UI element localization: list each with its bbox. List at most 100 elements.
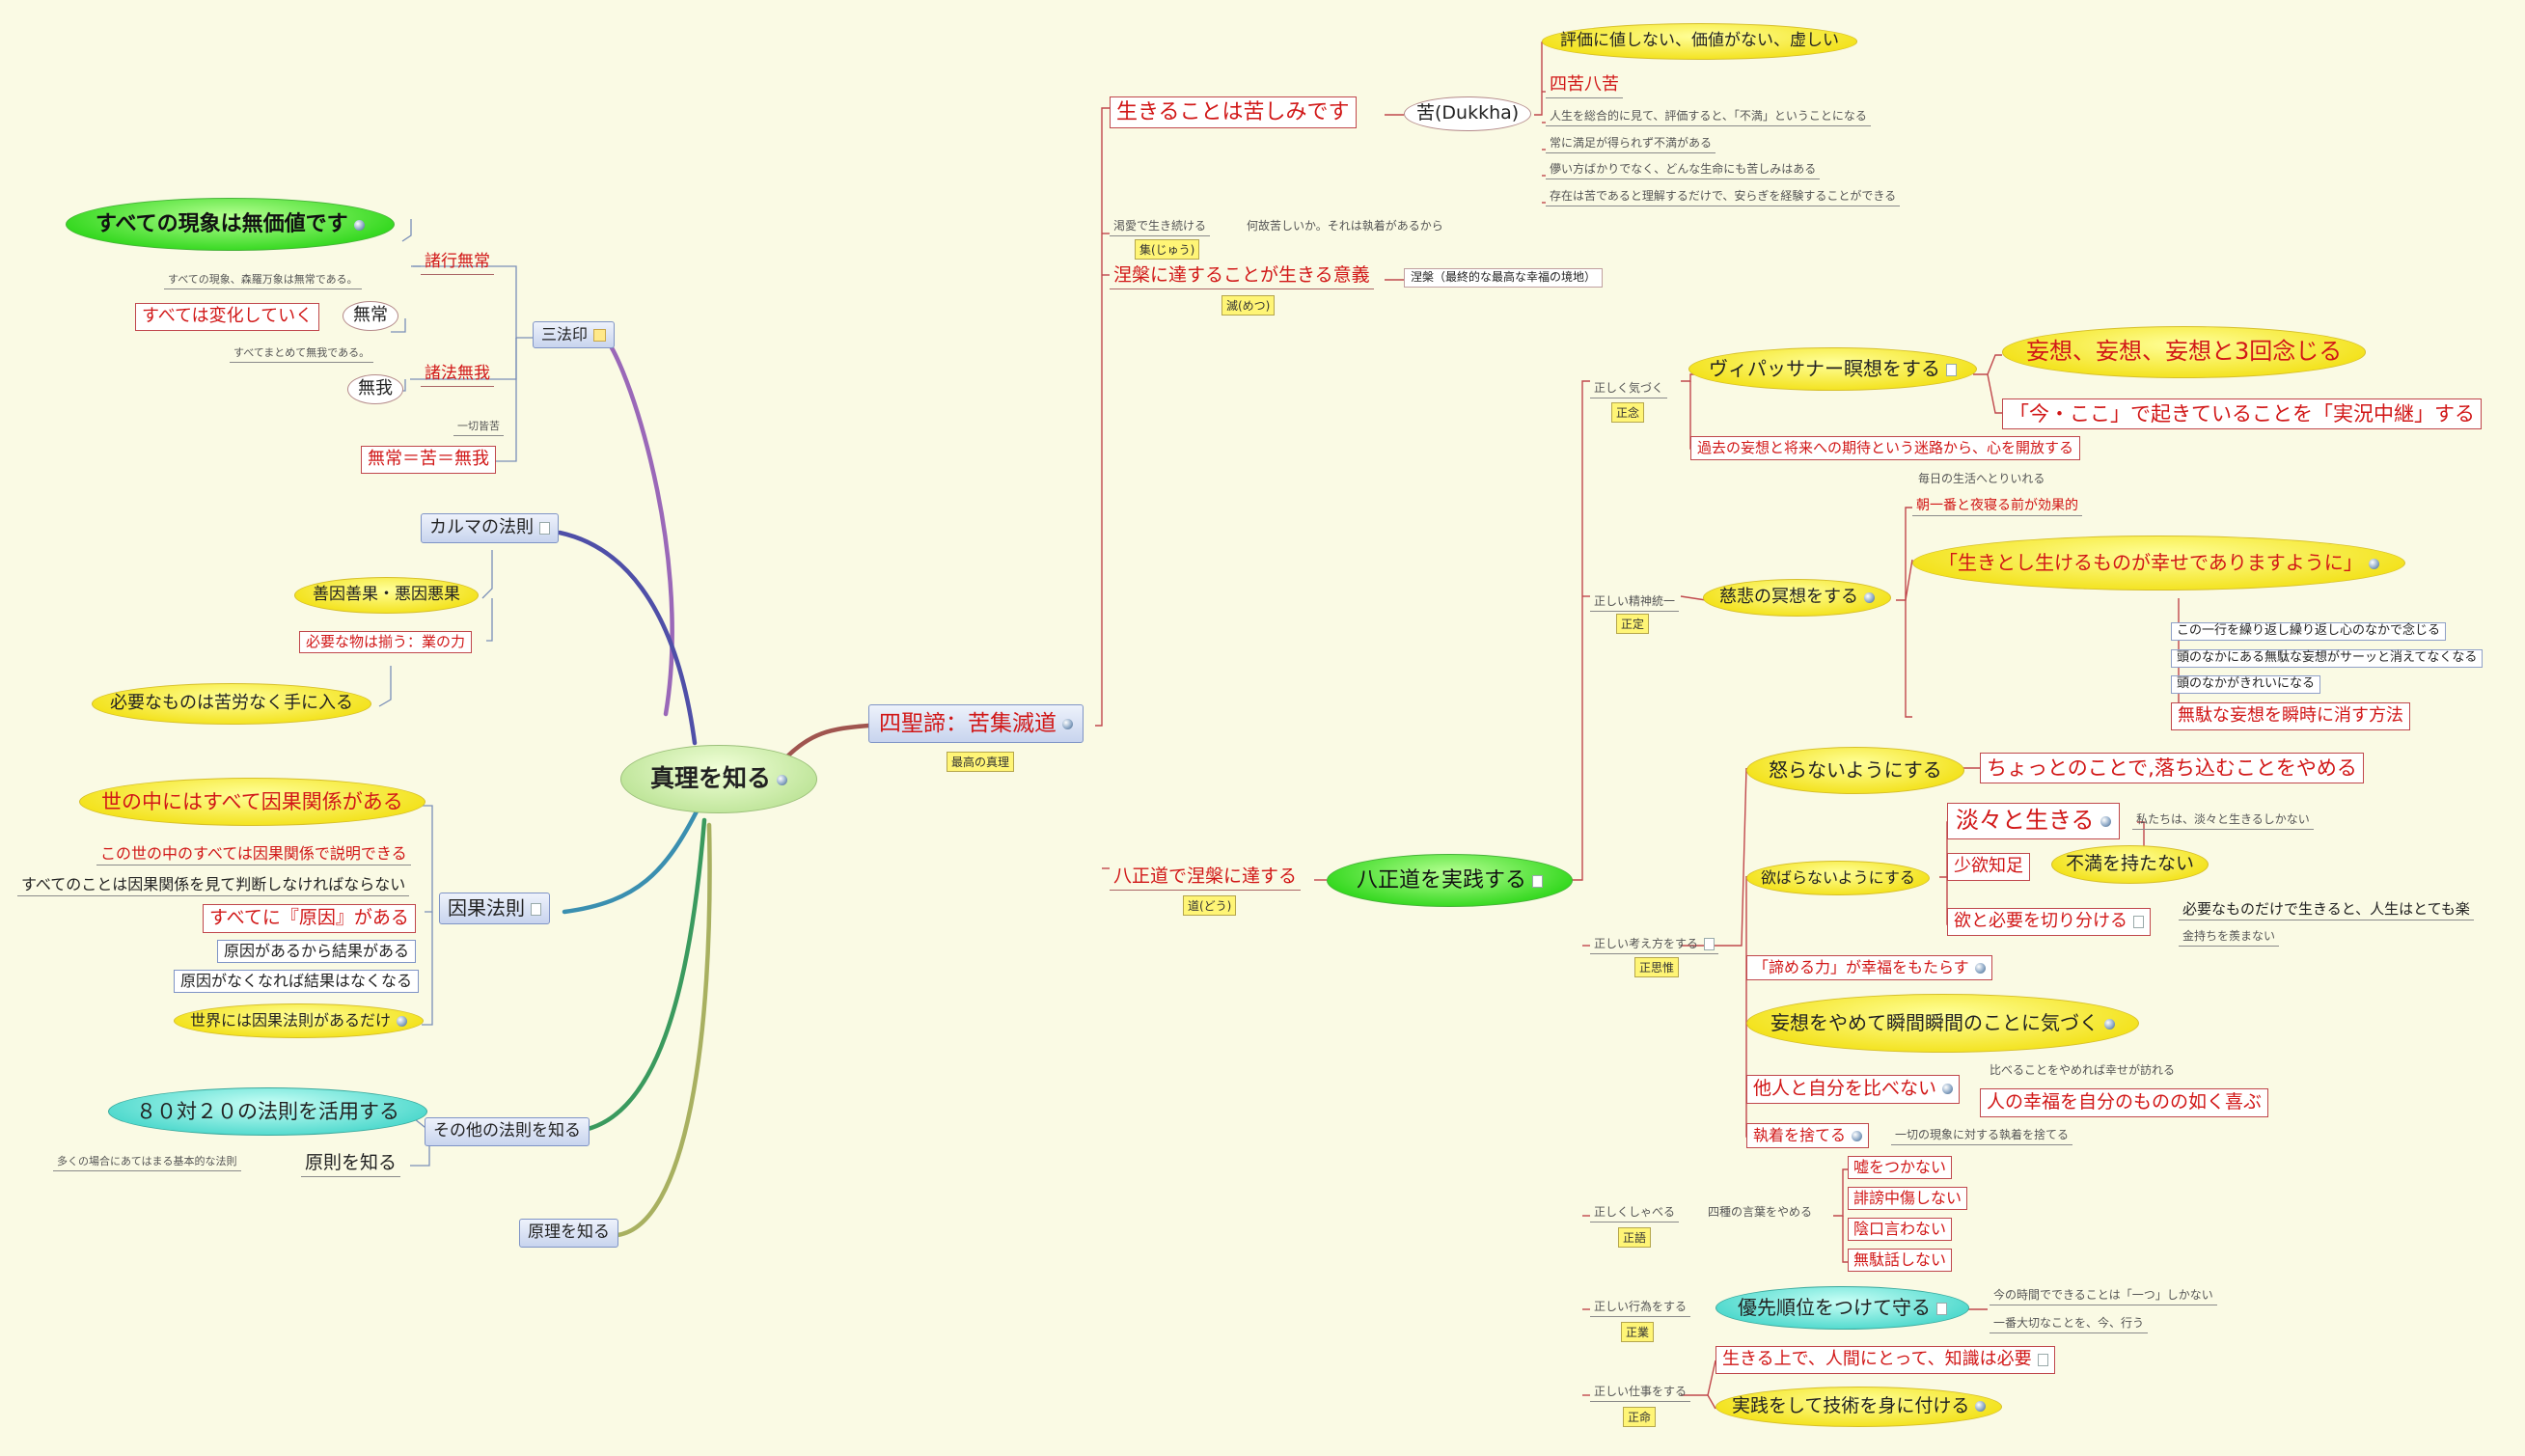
metsu-node[interactable]: 涅槃に達することが生きる意義 [1110,264,1374,289]
change-node[interactable]: すべては変化していく [135,303,320,331]
phrase-item-2[interactable]: 頭のなかがきれいになる [2171,675,2321,694]
chishiki-node[interactable]: 生きる上で、人間にとって、知識は必要 [1715,1346,2055,1374]
jihi-node[interactable]: 慈悲の冥想をする [1703,579,1891,617]
note-icon[interactable] [539,521,550,535]
shojo-tag: 正定 [1616,614,1650,634]
central-topic[interactable]: 真理を知る [620,745,818,813]
yoku-hitsuyo-node[interactable]: 欲と必要を切り分ける [1947,908,2151,936]
kuraberu-node[interactable]: 他人と自分を比べない [1746,1075,1961,1104]
note-icon[interactable] [1532,874,1544,888]
ku-item-0[interactable]: 評価に値しない、価値がない、虚しい [1542,23,1857,60]
inga-item-3[interactable]: すべてに『原因』がある [203,904,416,933]
shogo-node[interactable]: 正しくしゃべる [1590,1205,1680,1222]
expand-icon[interactable] [397,1016,408,1027]
expand-icon[interactable] [1974,963,1986,974]
hasshodo-topic[interactable]: 八正道を実践する [1327,854,1574,908]
karma-topic[interactable]: カルマの法則 [421,513,559,543]
meiro-node[interactable]: 過去の妄想と将来への期待という迷路から、心を開放する [1690,436,2081,461]
formula-node[interactable]: 無常＝苦＝無我 [361,446,496,474]
shoshiyui-node[interactable]: 正しい考え方をする [1590,937,1719,954]
shoho-muga[interactable]: 諸法無我 [421,364,494,387]
phrase-node[interactable]: 「生きとし生けるものが幸せでありますように」 [1912,536,2405,591]
shishotai-topic[interactable]: 四聖諦：苦集滅道 [868,704,1084,744]
inga-item-6[interactable]: 世界には因果法則があるだけ [174,1003,425,1039]
ju-tag: 集(じゅう) [1135,239,1200,260]
inga-item-0[interactable]: 世の中にはすべて因果関係がある [79,778,425,827]
note-icon[interactable] [2133,915,2144,928]
expand-icon[interactable] [2100,815,2111,827]
ku-item-4: 儚い方ばかりでなく、どんな生命にも苦しみはある [1546,162,1821,179]
all-phenomena-topic[interactable]: すべての現象は無価値です [66,198,395,252]
fuman-node[interactable]: 不満を持たない [2051,845,2209,884]
vipassana-node[interactable]: ヴィパッサナー瞑想をする [1688,347,1977,391]
gensoku-node[interactable]: 原則を知る [301,1152,401,1177]
hito-kofuku-node[interactable]: 人の幸福を自分のものの如く喜ぶ [1980,1088,2269,1117]
kanemochi-node: 金持ちを羨まない [2179,929,2280,947]
jikkyo-node[interactable]: 「今・ここ」で起きていることを「実況中継」する [2002,398,2482,430]
shomyo-node[interactable]: 正しい仕事をする [1590,1385,1691,1402]
note-icon[interactable] [1946,364,1957,376]
phrase-item-1[interactable]: 頭のなかにある無駄な妄想がサーッと消えてなくなる [2171,649,2484,668]
zenin-node[interactable]: 善因善果・悪因悪果 [294,577,479,614]
phrase-item-3[interactable]: 無駄な妄想を瞬時に消す方法 [2171,702,2410,730]
shogo-item-3[interactable]: 無駄話しない [1848,1249,1953,1273]
akirameru-node[interactable]: 「諦める力」が幸福をもたらす [1746,955,1992,981]
note-icon[interactable] [2037,1353,2048,1366]
shonen-node[interactable]: 正しく気づく [1590,381,1668,398]
shogyo-mujo[interactable]: 諸行無常 [421,252,494,275]
inga-item-1: この世の中のすべては因果関係で説明できる [96,844,411,866]
expand-icon[interactable] [1864,591,1875,603]
shojo-node[interactable]: 正しい精神統一 [1590,594,1680,612]
other-rules-topic[interactable]: その他の法則を知る [425,1117,590,1146]
metsu-tag: 滅(めつ) [1221,295,1276,316]
expand-icon[interactable] [2104,1019,2115,1030]
tantan-node[interactable]: 淡々と生きる [1947,803,2120,839]
yusen-node[interactable]: 優先順位をつけて守る [1715,1286,1969,1330]
shunkan-node[interactable]: 妄想をやめて瞬間瞬間のことに気づく [1746,994,2139,1053]
mouso-node[interactable]: 妄想、妄想、妄想と3回念じる [2002,326,2367,378]
expand-icon[interactable] [1942,1084,1954,1094]
shoyoku-node[interactable]: 少欲知足 [1947,853,2030,881]
metsu-note[interactable]: 涅槃（最終的な最高な幸福の境地） [1404,268,1604,288]
expand-icon[interactable] [2368,559,2379,569]
inga-item-2: すべてのことは因果関係を見て判断しなければならない [17,875,410,897]
hitsuyo-node[interactable]: 必要な物は揃う：業の力 [299,631,473,654]
gijutsu-node[interactable]: 実践をして技術を身に付ける [1715,1387,2003,1427]
ku-node[interactable]: 生きることは苦しみです [1110,96,1357,129]
muga-node[interactable]: 無我 [347,374,403,404]
expand-icon[interactable] [353,219,365,231]
sanpoin-topic[interactable]: 三法印 [533,321,616,349]
shogo-item-0[interactable]: 嘘をつかない [1848,1156,1953,1180]
shishu-node: 四種の言葉をやめる [1708,1205,1813,1219]
ju-reason: 何故苦しいか。それは執着があるから [1247,219,1443,233]
expand-icon[interactable] [1975,1401,1987,1412]
do-node[interactable]: 八正道で涅槃に達する [1110,865,1302,891]
shogo-item-2[interactable]: 陰口言わない [1848,1218,1953,1242]
shogo-item-1[interactable]: 誹謗中傷しない [1848,1187,1968,1211]
note-icon[interactable] [1936,1303,1947,1315]
phrase-item-0[interactable]: この一行を繰り返し繰り返し心のなかで念じる [2171,622,2447,641]
rule-8020-node[interactable]: ８０対２０の法則を活用する [108,1087,427,1137]
memo-icon[interactable] [593,329,607,342]
inga-item-4[interactable]: 原因があるから結果がある [217,940,417,964]
shonen-tag: 正念 [1611,402,1645,423]
kuro-node[interactable]: 必要なものは苦労なく手に入る [92,683,371,725]
shuchaku-node[interactable]: 執着を捨てる [1746,1123,1870,1149]
genri-topic[interactable]: 原理を知る [519,1219,618,1248]
ochikomu-node[interactable]: ちょっとのことで,落ち込むことをやめる [1980,753,2364,784]
note-icon[interactable] [531,903,541,916]
shogo-tag: 正語 [1618,1227,1652,1248]
expand-icon[interactable] [1852,1131,1863,1141]
expand-icon[interactable] [777,774,788,785]
yokubaranai-node[interactable]: 欲ばらないようにする [1746,861,1930,896]
note-icon[interactable] [1704,938,1715,950]
inga-item-5[interactable]: 原因がなくなれば結果はなくなる [174,970,420,994]
shogyo2-node[interactable]: 正しい行為をする [1590,1300,1691,1317]
okoranai-node[interactable]: 怒らないようにする [1746,747,1964,794]
ingaho-topic[interactable]: 因果法則 [439,893,550,924]
shogyo2-item-0: 今の時間でできることは「一つ」しかない [1990,1288,2217,1305]
dukkha-node[interactable]: 苦(Dukkha) [1404,96,1532,131]
ju-node[interactable]: 渇愛で生き続ける [1110,219,1211,236]
mujo-node[interactable]: 無常 [343,301,398,331]
expand-icon[interactable] [1062,719,1073,729]
